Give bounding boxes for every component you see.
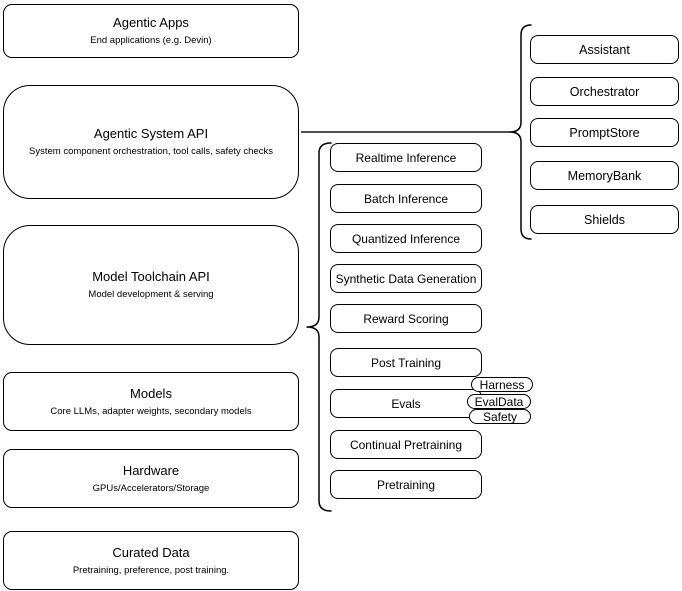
node-evals: Evals bbox=[330, 389, 482, 418]
node-subtitle: Pretraining, preference, post training. bbox=[72, 564, 230, 576]
node-curated-data: Curated Data Pretraining, preference, po… bbox=[3, 531, 299, 590]
node-title: Hardware bbox=[122, 462, 180, 478]
node-title: Agentic Apps bbox=[113, 15, 189, 31]
node-shields: Shields bbox=[530, 205, 679, 234]
node-promptstore: PromptStore bbox=[530, 118, 679, 147]
node-title: Agentic System API bbox=[93, 126, 209, 142]
node-hardware: Hardware GPUs/Accelerators/Storage bbox=[3, 449, 299, 508]
node-subtitle: End applications (e.g. Devin) bbox=[90, 35, 212, 47]
node-subtitle: System component orchestration, tool cal… bbox=[29, 146, 273, 158]
node-orchestrator: Orchestrator bbox=[530, 77, 679, 106]
node-pretraining: Pretraining bbox=[330, 470, 482, 499]
toolchain-group-brace bbox=[306, 142, 332, 512]
node-quantized-inference: Quantized Inference bbox=[330, 224, 482, 253]
node-title: Models bbox=[130, 385, 172, 401]
node-realtime-inference: Realtime Inference bbox=[330, 143, 482, 172]
node-continual-pretraining: Continual Pretraining bbox=[330, 430, 482, 459]
node-subtitle: GPUs/Accelerators/Storage bbox=[92, 482, 210, 494]
tag-harness: Harness bbox=[471, 377, 533, 392]
node-assistant: Assistant bbox=[530, 35, 679, 64]
system-components-group-brace bbox=[509, 24, 532, 240]
tag-evaldata: EvalData bbox=[467, 394, 531, 409]
node-synthetic-data-generation: Synthetic Data Generation bbox=[330, 264, 482, 293]
node-reward-scoring: Reward Scoring bbox=[330, 304, 482, 333]
node-post-training: Post Training bbox=[330, 348, 482, 377]
node-title: Curated Data bbox=[112, 544, 190, 560]
node-batch-inference: Batch Inference bbox=[330, 184, 482, 213]
tag-safety: Safety bbox=[469, 409, 531, 424]
node-subtitle: Core LLMs, adapter weights, secondary mo… bbox=[50, 405, 252, 417]
node-agentic-system-api: Agentic System API System component orch… bbox=[3, 85, 299, 199]
node-models: Models Core LLMs, adapter weights, secon… bbox=[3, 372, 299, 431]
node-subtitle: Model development & serving bbox=[88, 289, 214, 301]
node-title: Model Toolchain API bbox=[92, 269, 210, 285]
node-agentic-apps: Agentic Apps End applications (e.g. Devi… bbox=[3, 4, 299, 58]
node-model-toolchain-api: Model Toolchain API Model development & … bbox=[3, 225, 299, 345]
node-memorybank: MemoryBank bbox=[530, 161, 679, 190]
